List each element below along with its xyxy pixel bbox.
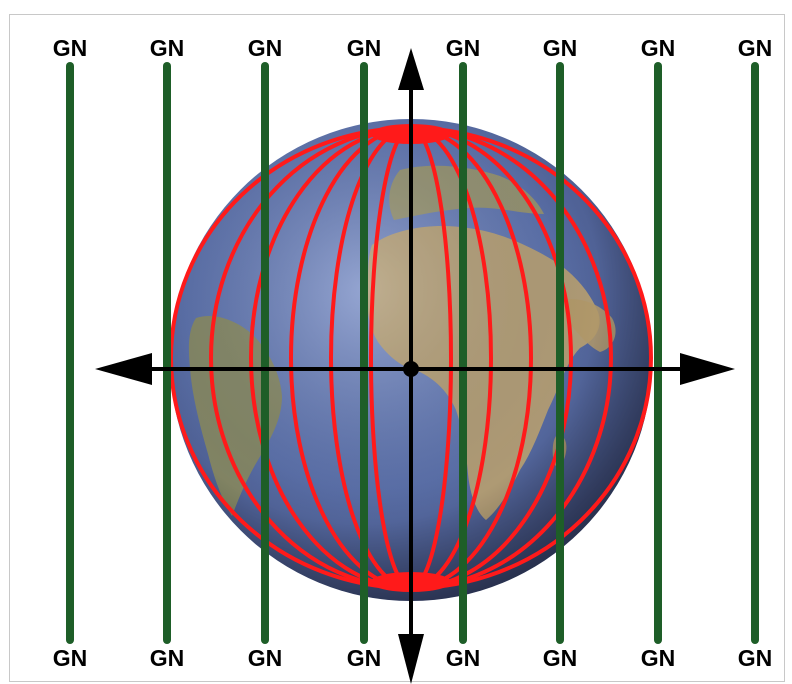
gn-label-top: GN <box>446 35 481 61</box>
west-arrowhead-icon <box>95 353 152 385</box>
gn-label-bottom: GN <box>543 645 578 671</box>
axes <box>95 48 735 684</box>
top-labels: GN GN GN GN GN GN GN GN <box>53 35 773 61</box>
north-arrowhead-icon <box>398 48 424 90</box>
east-arrowhead-icon <box>680 353 735 385</box>
center-point-icon <box>403 361 419 377</box>
grid-north-lines <box>66 62 759 644</box>
gn-label-top: GN <box>53 35 88 61</box>
gn-label-top: GN <box>347 35 382 61</box>
gn-label-bottom: GN <box>53 645 88 671</box>
diagram-frame <box>9 14 785 682</box>
bottom-labels: GN GN GN GN GN GN GN GN <box>53 645 773 671</box>
south-arrowhead-icon <box>398 634 424 684</box>
gn-label-bottom: GN <box>248 645 283 671</box>
gn-label-top: GN <box>248 35 283 61</box>
gn-label-top: GN <box>150 35 185 61</box>
gn-label-bottom: GN <box>446 645 481 671</box>
gn-label-top: GN <box>738 35 773 61</box>
gn-label-bottom: GN <box>150 645 185 671</box>
gn-label-top: GN <box>641 35 676 61</box>
gn-label-bottom: GN <box>347 645 382 671</box>
gn-label-bottom: GN <box>738 645 773 671</box>
gn-label-top: GN <box>543 35 578 61</box>
gn-label-bottom: GN <box>641 645 676 671</box>
